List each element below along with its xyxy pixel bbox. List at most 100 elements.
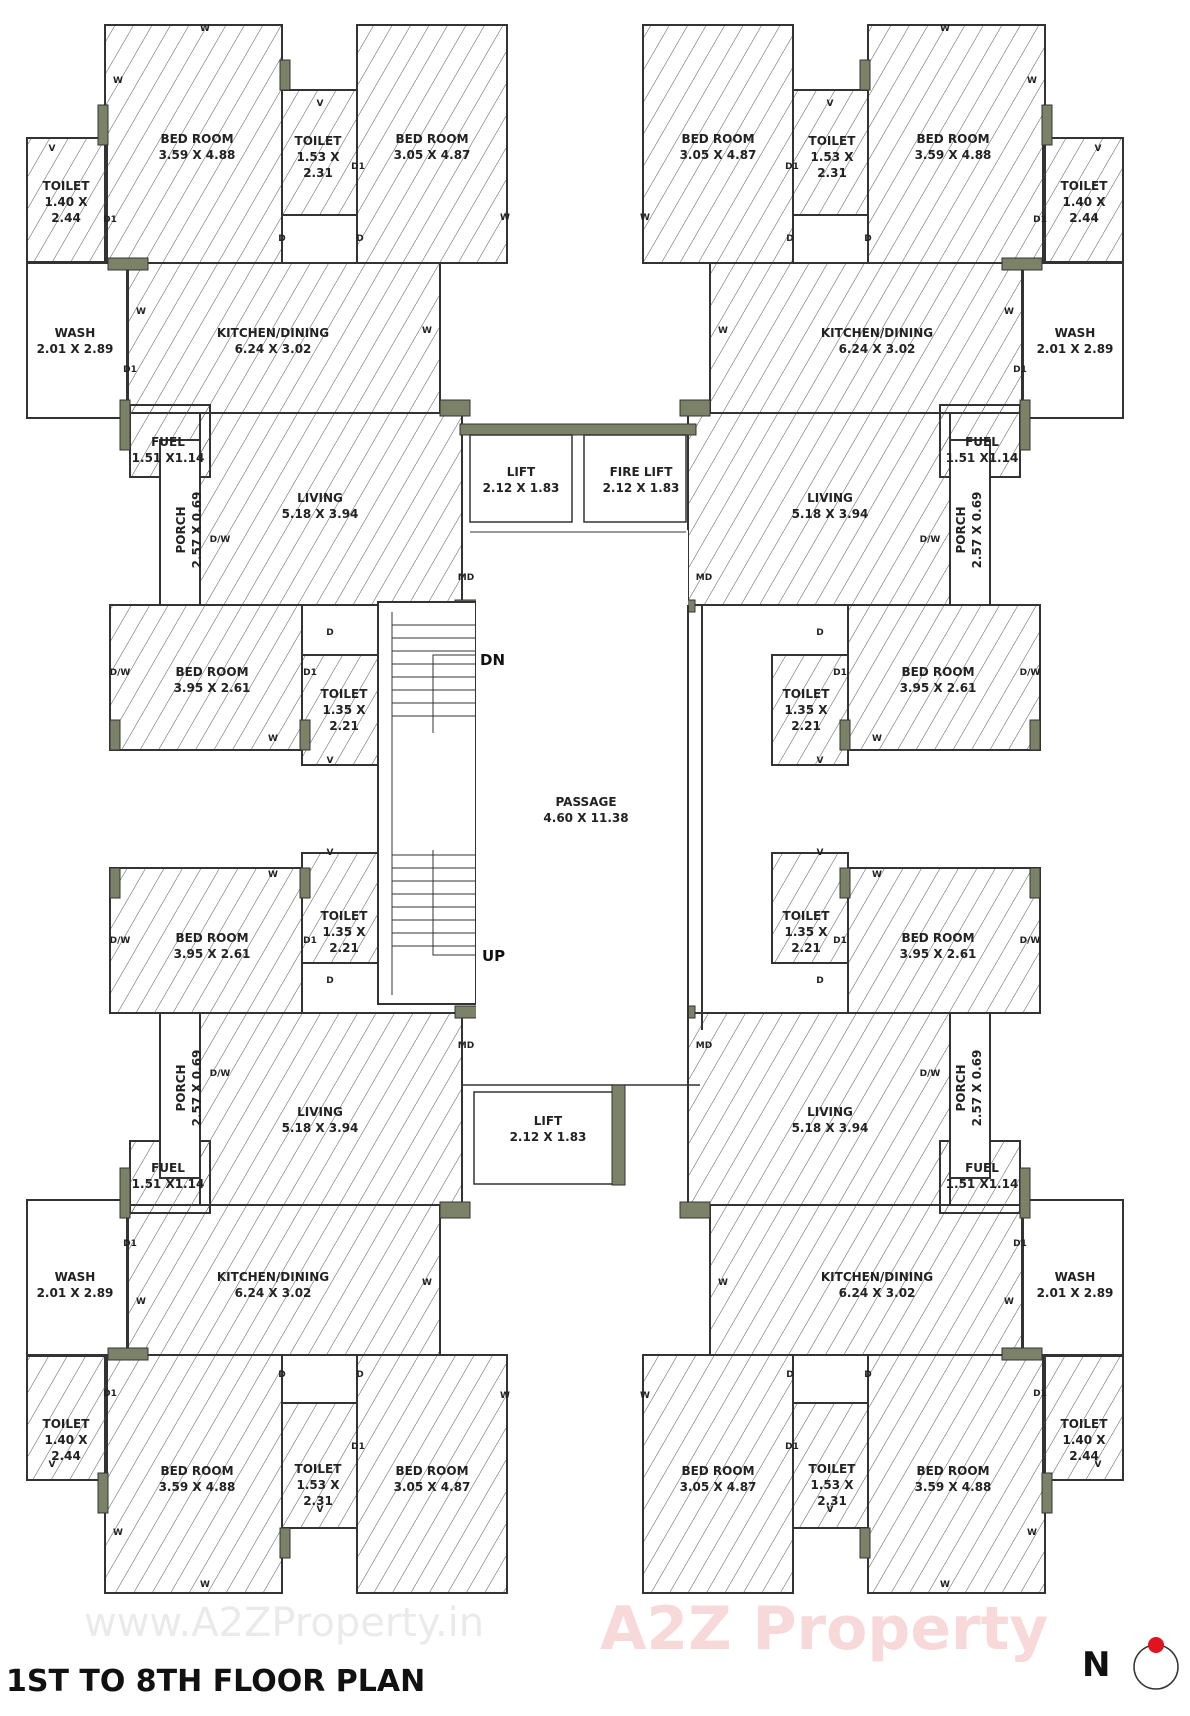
room-area: [792, 1402, 869, 1529]
door-window-marker: V: [317, 99, 324, 109]
door-window-marker: V: [49, 144, 56, 154]
fire-lift-name: FIRE LIFT: [610, 465, 674, 479]
unit-bottom-right-shapes: [642, 852, 1124, 1594]
watermark-url: www.A2ZProperty.in: [84, 1600, 485, 1646]
room-area: [26, 1355, 108, 1481]
room-area: [199, 1012, 463, 1206]
door-window-marker: D1: [303, 936, 317, 946]
door-window-marker: W: [872, 734, 882, 744]
room-area: [949, 439, 991, 606]
pillar: [109, 719, 121, 751]
room-dim: 2.01 X 2.89: [1037, 342, 1114, 356]
room-area: [1042, 137, 1124, 263]
door-window-marker: D: [278, 234, 285, 244]
room-dim: 1.53 X: [810, 1478, 854, 1492]
door-window-marker: D: [326, 628, 333, 638]
door-window-marker: V: [327, 848, 334, 858]
pillar: [279, 59, 291, 91]
room-area: [1042, 1355, 1124, 1481]
room-dim: 1.51 X1.14: [946, 1177, 1019, 1191]
door-window-marker: V: [317, 1505, 324, 1515]
room-name: KITCHEN/DINING: [217, 1270, 329, 1284]
door-window-marker: D1: [103, 1389, 117, 1399]
pillar: [107, 257, 149, 271]
pillar: [859, 59, 871, 91]
room-name: LIVING: [807, 491, 853, 505]
door-window-marker: W: [640, 213, 650, 223]
fire-lift: [583, 434, 687, 523]
main-door-label: MD: [458, 1041, 474, 1051]
room-name: TOILET: [1061, 1417, 1109, 1431]
room-dim: 3.95 X 2.61: [174, 947, 251, 961]
room-dim: 3.95 X 2.61: [900, 681, 977, 695]
room-name: KITCHEN/DINING: [217, 326, 329, 340]
room-dim: 2.01 X 2.89: [37, 1286, 114, 1300]
door-window-marker: D: [786, 1370, 793, 1380]
door-window-marker: W: [268, 870, 278, 880]
door-window-marker: D1: [103, 215, 117, 225]
lift-beam: [459, 423, 697, 436]
room-name: PORCH: [954, 506, 968, 553]
room-dim: 1.40 X: [1062, 195, 1106, 209]
door-window-marker: W: [200, 1580, 210, 1590]
north-dot-icon: [1148, 1637, 1164, 1653]
door-window-marker: W: [113, 1528, 123, 1538]
room-area: [687, 1012, 951, 1206]
room-area: [26, 262, 128, 419]
lift-bottom: [473, 1091, 625, 1185]
room-dim: 1.51 X1.14: [946, 451, 1019, 465]
pillar: [97, 104, 109, 146]
room-dim: 6.24 X 3.02: [839, 342, 916, 356]
stair-up-label: UP: [482, 947, 505, 965]
pillar: [1029, 867, 1041, 899]
door-window-marker: D1: [1033, 1389, 1047, 1399]
door-window-marker: D1: [785, 1442, 799, 1452]
door-window-marker: D: [816, 628, 823, 638]
door-window-marker: D: [356, 1370, 363, 1380]
door-window-marker: W: [422, 1278, 432, 1288]
door-window-marker: V: [1095, 1460, 1102, 1470]
room-area: [1022, 1199, 1124, 1356]
pillar: [1001, 257, 1043, 271]
door-window-marker: D1: [833, 936, 847, 946]
room-dim: 2.57 X 0.69: [970, 492, 984, 569]
room-area: [301, 654, 379, 766]
room-name: BED ROOM: [160, 132, 233, 146]
door-window-marker: V: [817, 756, 824, 766]
door-window-marker: D1: [833, 668, 847, 678]
north-label: N: [1082, 1645, 1111, 1685]
room-area: [687, 412, 951, 606]
room-dim: 2.44: [51, 1449, 81, 1463]
door-window-marker: W: [1004, 1297, 1014, 1307]
room-area: [26, 1199, 128, 1356]
room-dim: 2.57 X 0.69: [190, 492, 204, 569]
door-window-marker: D1: [1033, 215, 1047, 225]
room-dim: 1.35 X: [784, 925, 828, 939]
room-name: BED ROOM: [160, 1464, 233, 1478]
lift-top-dim: 2.12 X 1.83: [483, 481, 560, 495]
room-dim: 3.05 X 4.87: [394, 1480, 471, 1494]
room-dim: 2.44: [1069, 211, 1099, 225]
lift-top-name: LIFT: [507, 465, 536, 479]
door-window-marker: W: [940, 24, 950, 34]
door-window-marker: D: [864, 1370, 871, 1380]
room-name: TOILET: [43, 1417, 91, 1431]
plan-title: 1ST TO 8TH FLOOR PLAN: [6, 1664, 426, 1699]
room-name: KITCHEN/DINING: [821, 1270, 933, 1284]
room-name: BED ROOM: [916, 132, 989, 146]
